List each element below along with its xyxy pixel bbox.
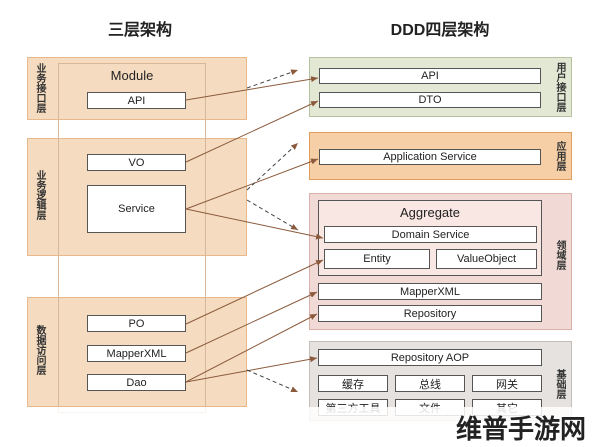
- aggregate-label: Aggregate: [400, 205, 460, 220]
- user-interface-layer-label: 用户接口层: [554, 62, 565, 112]
- business-logic-layer-label: 业务逻辑层: [34, 170, 45, 220]
- domain-layer-label: 领域层: [554, 240, 565, 270]
- repository-aop-box: Repository AOP: [318, 349, 542, 366]
- arrow-service-to-application-service: [185, 158, 319, 210]
- vo-box: VO: [87, 154, 186, 171]
- arrow-dao-to-repository-aop: [185, 356, 318, 383]
- module-label: Module: [110, 68, 154, 83]
- arrow-vo-to-dto: [185, 100, 319, 163]
- gateway-box: 网关: [472, 375, 542, 392]
- application-service-box: Application Service: [319, 149, 541, 165]
- repository-box: Repository: [318, 305, 542, 322]
- arrow-po-to-entity: [185, 259, 324, 325]
- dto-box: DTO: [319, 92, 541, 108]
- dashed-separator-data-access: [246, 369, 299, 393]
- arrow-dao-to-repository: [185, 313, 318, 383]
- ddd-four-layer-title: DDD四层架构: [390, 22, 490, 39]
- left-api-box: API: [87, 92, 186, 109]
- right-api-box: API: [319, 68, 541, 84]
- cache-box: 缓存: [318, 375, 388, 392]
- dashed-separator-logic-domain: [246, 199, 299, 231]
- dao-box: Dao: [87, 374, 186, 391]
- dashed-separator-logic: [246, 142, 299, 191]
- entity-box: Entity: [324, 249, 430, 269]
- value-object-box: ValueObject: [436, 249, 537, 269]
- business-interface-layer: [27, 57, 247, 120]
- service-box: Service: [87, 185, 186, 233]
- arrow-service-to-domain-service: [185, 208, 324, 240]
- application-layer-label: 应用层: [554, 141, 565, 171]
- domain-service-box: Domain Service: [324, 226, 537, 243]
- dashed-separator-interface: [246, 69, 299, 89]
- data-access-layer-label: 数据访问层: [34, 325, 45, 375]
- business-interface-layer-label: 业务接口层: [34, 63, 45, 113]
- bus-box: 总线: [395, 375, 465, 392]
- three-layer-title: 三层架构: [107, 22, 172, 39]
- watermark-banner: 维普手游网: [0, 407, 600, 447]
- watermark-text: 维普手游网: [455, 413, 586, 444]
- left-mapperxml-box: MapperXML: [87, 345, 186, 362]
- arrow-mapperxml-to-mapperxml: [185, 291, 318, 354]
- infrastructure-layer-label: 基础层: [554, 369, 565, 399]
- right-mapperxml-box: MapperXML: [318, 283, 542, 300]
- po-box: PO: [87, 315, 186, 332]
- arrow-api-to-api: [185, 76, 319, 101]
